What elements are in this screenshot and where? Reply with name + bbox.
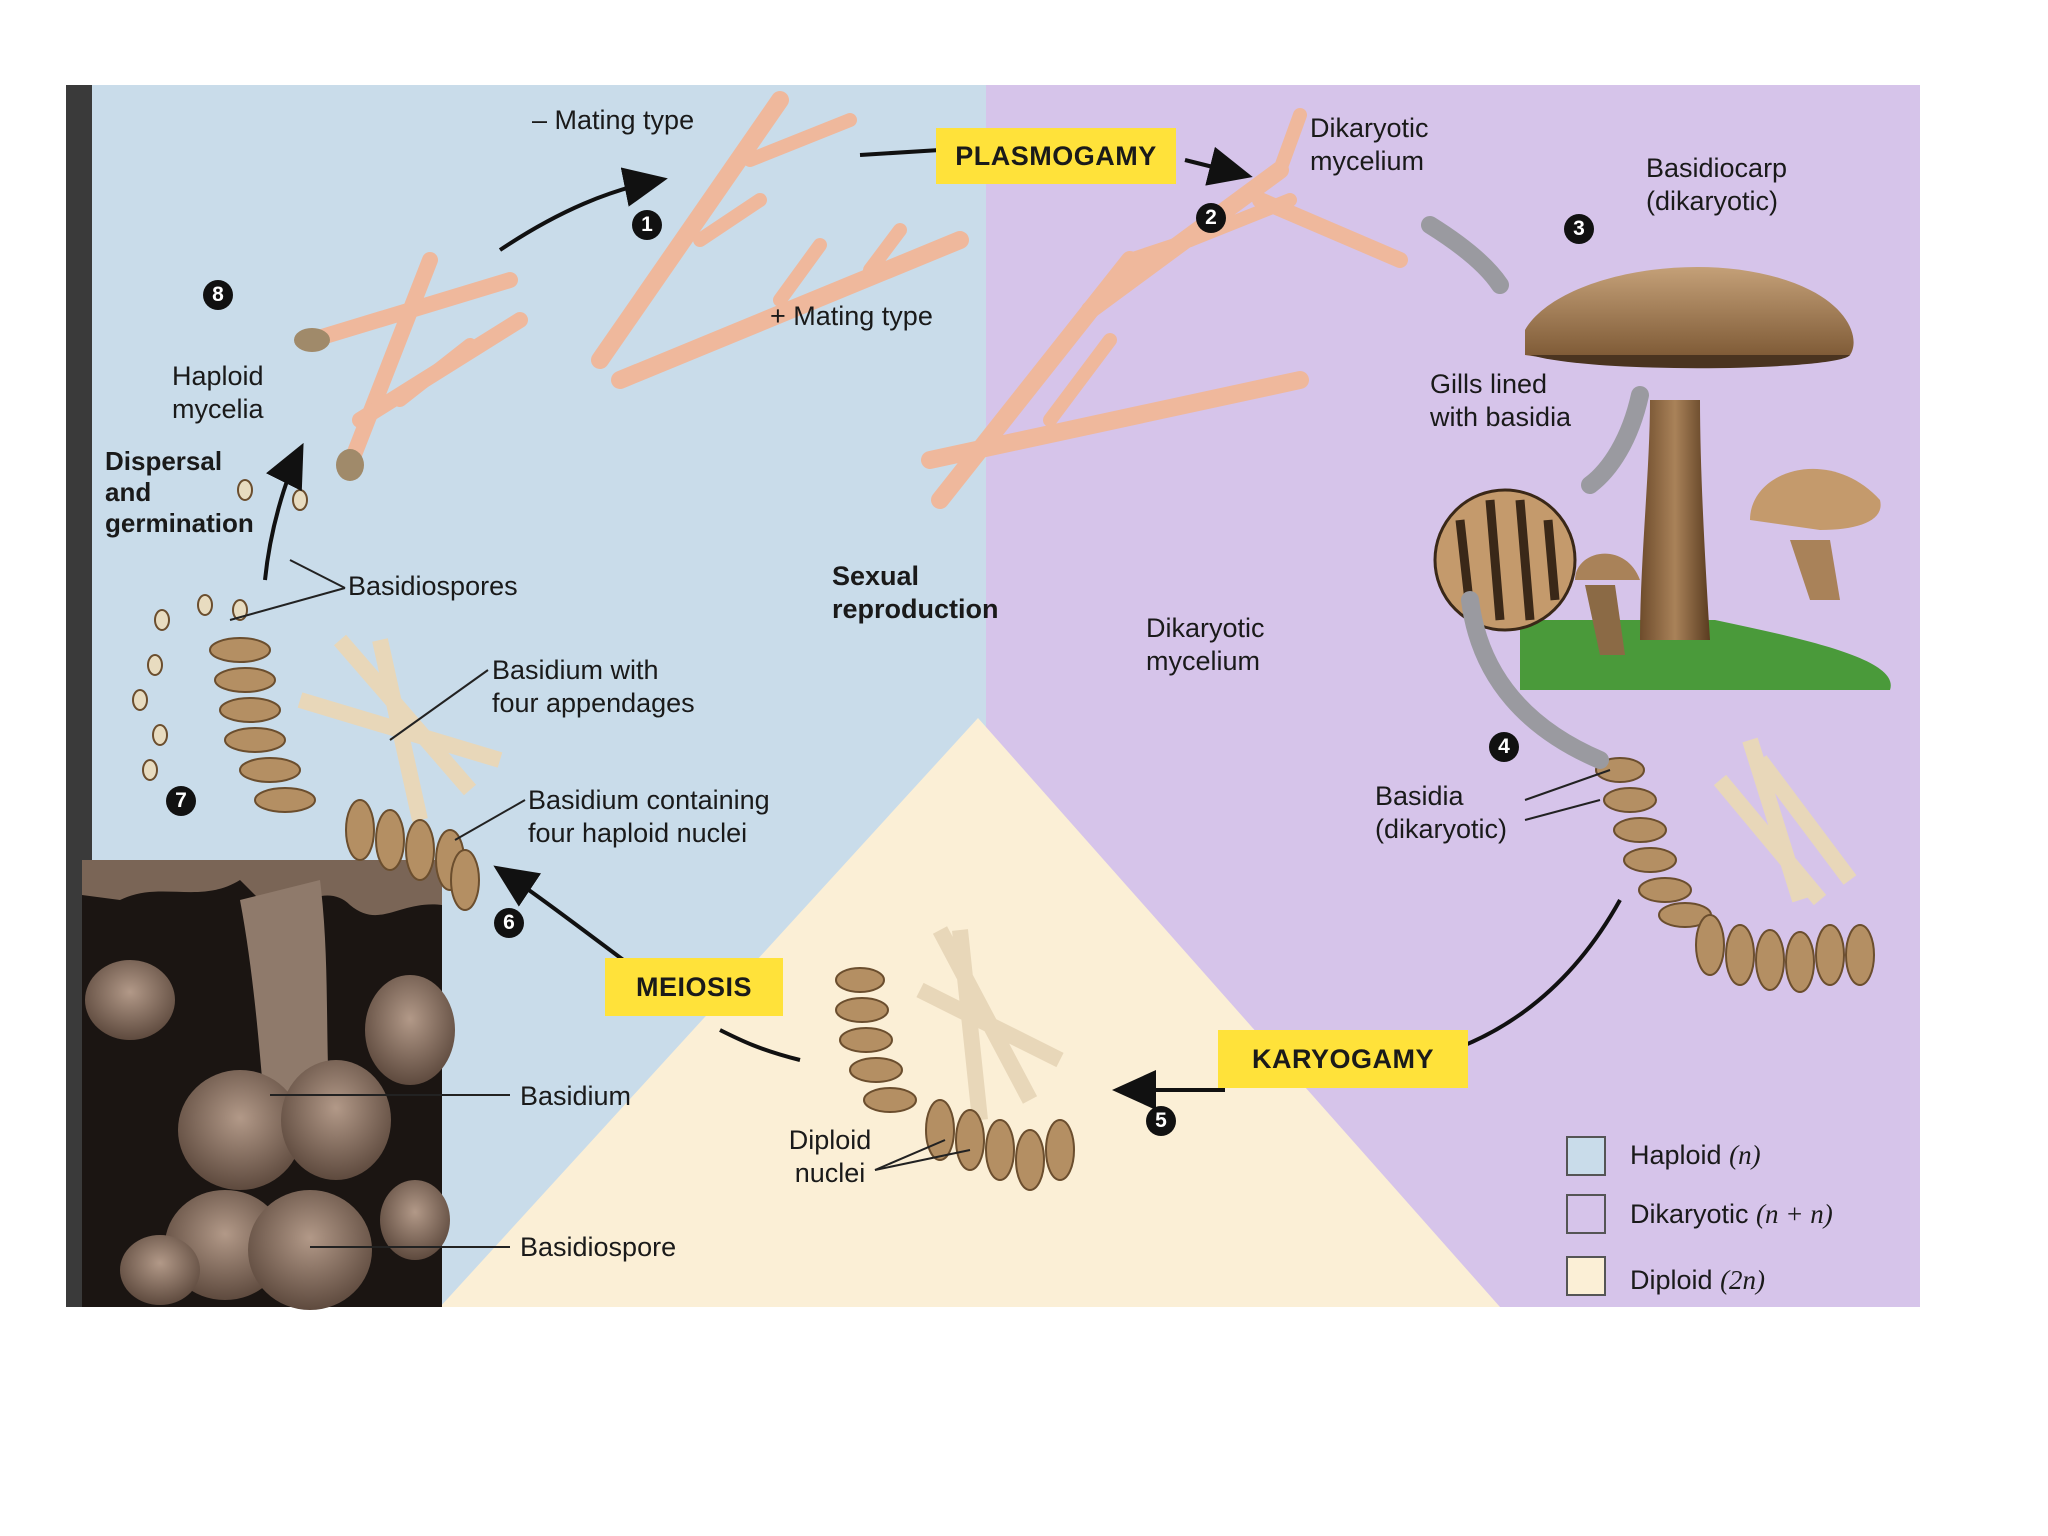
arrow-to-step-2 <box>1184 146 1253 186</box>
arrow-to-meiosis <box>719 1028 801 1062</box>
label-haploid-mycelia: Haploid mycelia <box>172 361 264 424</box>
step-marker-4: 4 <box>1489 732 1519 762</box>
mating-hyphae-illustration <box>591 91 969 389</box>
legend-swatch-dikaryotic <box>1566 1194 1606 1234</box>
basidia-cluster-haploid <box>209 634 503 911</box>
legend-swatch-haploid <box>1566 1136 1606 1176</box>
label-basidia-dikaryotic: Basidia (dikaryotic) <box>1375 781 1508 844</box>
basidia-cluster-diploid <box>835 926 1075 1191</box>
step-marker-2: 2 <box>1196 203 1226 233</box>
arrow-to-step-8 <box>263 442 304 581</box>
label-basidiospores: Basidiospores <box>348 571 518 601</box>
label-minus-mating-type: – Mating type <box>532 105 695 135</box>
step-marker-1: 1 <box>632 210 662 240</box>
basidiospore-dots <box>132 479 308 781</box>
legend-label-diploid: Diploid (2n) <box>1630 1265 1766 1295</box>
arrow-to-plasmogamy <box>859 148 941 157</box>
legend-label-dikaryotic: Dikaryotic (n + n) <box>1630 1199 1833 1229</box>
basidia-cluster-dikaryotic <box>1595 737 1875 993</box>
stage-plasmogamy: PLASMOGAMY <box>936 128 1176 184</box>
leader-lines <box>229 559 1611 1171</box>
arrow-to-step-6 <box>493 865 632 967</box>
legend-swatch-diploid <box>1566 1256 1606 1296</box>
dikaryotic-mycelium-illustration <box>921 108 1408 509</box>
step-marker-3: 3 <box>1564 214 1594 244</box>
step-marker-8: 8 <box>203 280 233 310</box>
label-basidium-appendages: Basidium with four appendages <box>492 655 695 718</box>
stage-karyogamy: KARYOGAMY <box>1218 1030 1468 1088</box>
label-plus-mating-type: + Mating type <box>770 301 933 331</box>
step-marker-6: 6 <box>494 908 524 938</box>
label-basidium-nuclei: Basidium containing four haploid nuclei <box>528 785 770 848</box>
label-basidiocarp: Basidiocarp (dikaryotic) <box>1646 153 1788 216</box>
stage-meiosis: MEIOSIS <box>605 958 783 1016</box>
label-sexual-reproduction: Sexual reproduction <box>832 561 999 624</box>
label-dikaryotic-mycelium-mid: Dikaryotic mycelium <box>1146 613 1265 676</box>
label-micrograph-basidiospore: Basidiospore <box>520 1232 677 1262</box>
label-dispersal-germination: Dispersal and germination <box>105 446 254 538</box>
gray-flow-arrows <box>1421 216 1649 769</box>
sem-micrograph <box>82 860 510 1310</box>
step-marker-5: 5 <box>1146 1106 1176 1136</box>
step-marker-7: 7 <box>166 786 196 816</box>
label-micrograph-basidium: Basidium <box>520 1081 632 1111</box>
arrow-to-step-1 <box>498 167 668 252</box>
label-diploid-nuclei: Diploid nuclei <box>788 1125 872 1188</box>
label-dikaryotic-mycelium-top: Dikaryotic mycelium <box>1310 113 1429 176</box>
haploid-mycelia-illustration <box>294 252 528 481</box>
legend-label-haploid: Haploid (n) <box>1630 1140 1761 1170</box>
label-gills: Gills lined with basidia <box>1430 369 1572 432</box>
